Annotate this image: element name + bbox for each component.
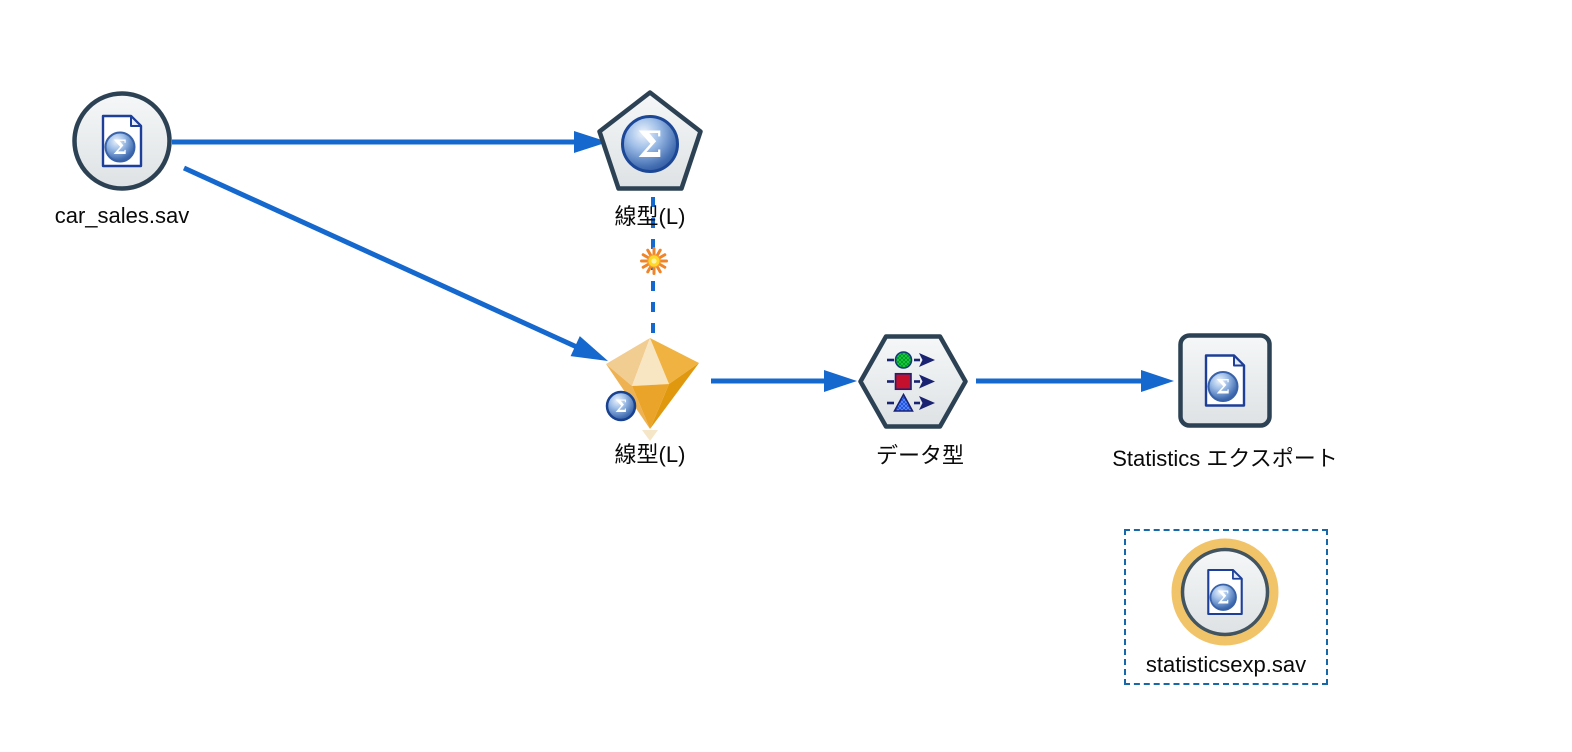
sigma-glyph: Σ — [615, 397, 627, 417]
highlight-ring — [1171, 538, 1279, 646]
connection-source-to-model[interactable] — [172, 131, 608, 153]
selection-rectangle — [1124, 529, 1328, 685]
linear-model-pentagon-icon: Σ — [597, 90, 703, 191]
node-label-statisticsexp: statisticsexp.sav — [1145, 652, 1307, 677]
refresh-sunburst-icon — [640, 247, 668, 275]
field-row-continuous — [887, 351, 935, 369]
node-linear-model[interactable]: Σ — [596, 89, 704, 192]
node-label-car-sales: car_sales.sav — [54, 203, 190, 228]
node-label-linear-model: 線型(L) — [614, 204, 686, 229]
field-row-nominal — [887, 372, 935, 391]
field-row-flag — [887, 392, 935, 412]
connection-source-to-nugget[interactable] — [182, 165, 608, 361]
connection-nugget-to-type[interactable] — [711, 370, 857, 392]
node-type[interactable] — [857, 333, 969, 430]
connection-type-to-export[interactable] — [976, 370, 1174, 392]
node-statisticsexp-source[interactable] — [1169, 536, 1281, 648]
statistics-file-source-icon — [1171, 538, 1279, 646]
node-statistics-export[interactable] — [1178, 333, 1272, 428]
node-car-sales-source[interactable] — [70, 89, 174, 193]
node-linear-nugget[interactable]: Σ — [598, 334, 702, 442]
statistics-file-source-icon — [72, 91, 172, 191]
statistics-export-icon — [1178, 333, 1272, 428]
node-label-statistics-export: Statistics エクスポート — [1112, 446, 1338, 471]
model-nugget-gem-icon: Σ — [605, 338, 699, 441]
sigma-glyph: Σ — [637, 124, 662, 166]
node-label-linear-nugget: 線型(L) — [614, 442, 686, 467]
type-node-hexagon-icon — [858, 334, 968, 429]
node-label-type: データ型 — [875, 443, 964, 468]
